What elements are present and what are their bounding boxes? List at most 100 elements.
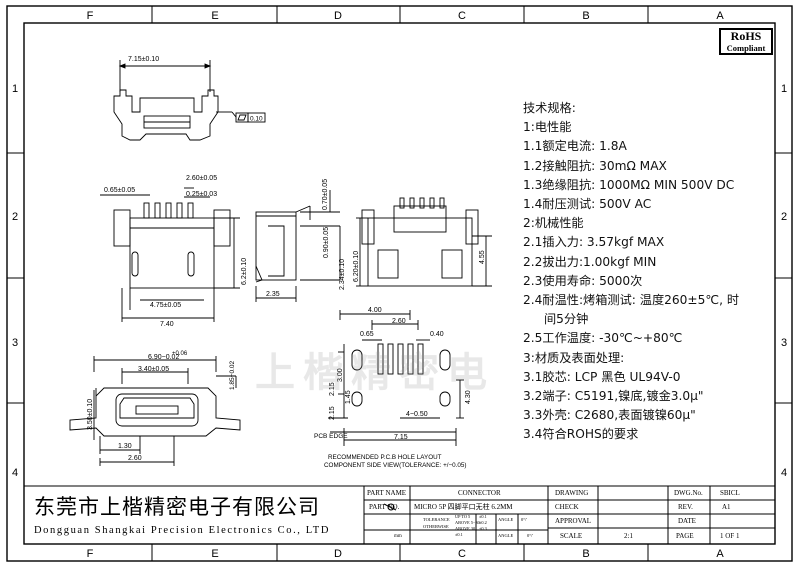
spec-line: 2.3使用寿命: 5000次 bbox=[523, 273, 643, 288]
row-label: 1 bbox=[12, 83, 18, 95]
rev-value: A1 bbox=[722, 503, 731, 511]
frame-ticks bbox=[7, 6, 792, 561]
dim-tail-475: 4.75±0.05 bbox=[150, 302, 181, 309]
dim-side-235: 2.35 bbox=[266, 291, 280, 298]
tolerance-label: TOLERANCE bbox=[423, 517, 450, 522]
angle-value: 0°/′ bbox=[521, 517, 528, 522]
spec-line: 3.3外壳: C2680,表面镀镍60μ" bbox=[523, 408, 696, 423]
col-label: C bbox=[458, 10, 466, 22]
col-label: D bbox=[334, 548, 342, 560]
col-label: A bbox=[716, 10, 724, 22]
tol-up-to: UP TO 5 bbox=[455, 514, 471, 519]
rev-label: REV. bbox=[678, 503, 693, 511]
dim-pcb-065: 0.65 bbox=[360, 331, 374, 338]
spec-line: 间5分钟 bbox=[544, 312, 589, 327]
spec-line: 2.4耐温性:烤箱测试: 温度260±5℃, 时 bbox=[523, 293, 740, 308]
dim-pcb-040: 0.40 bbox=[430, 331, 444, 338]
spec-line: 2.2拔出力:1.00kgf MIN bbox=[523, 254, 657, 269]
col-label: E bbox=[211, 548, 218, 560]
spec-title: 技术规格: bbox=[523, 101, 576, 115]
row-label: 3 bbox=[12, 337, 18, 349]
dim-front-260: 2.60 bbox=[128, 455, 142, 462]
col-label: D bbox=[334, 10, 342, 22]
row-label: 4 bbox=[12, 467, 18, 479]
dim-height-62: 6.2±0.10 bbox=[241, 258, 248, 285]
scale-label: SCALE bbox=[560, 532, 583, 540]
dim-side-070: 0.70±0.05 bbox=[322, 179, 329, 210]
row-label: 2 bbox=[12, 211, 18, 223]
col-label: C bbox=[458, 548, 466, 560]
spec-line: 3:材质及表面处理: bbox=[523, 350, 625, 365]
side-view bbox=[255, 190, 341, 302]
spec-line: 3.2端子: C5191,镍底,镀金3.0μ" bbox=[523, 389, 704, 404]
date-label: DATE bbox=[678, 517, 696, 525]
dim-front-130: 1.30 bbox=[118, 443, 132, 450]
dim-front-006: +0.06 bbox=[172, 351, 188, 357]
pcb-note-line2: COMPONENT SIDE VIEW(TOLERANCE: +/−0.05) bbox=[324, 462, 467, 469]
dim-pcb-215a: 2.15 bbox=[329, 382, 336, 396]
dim-pcb-715: 7.15 bbox=[394, 434, 408, 441]
company-name-en: Dongguan Shangkai Precision Electronics … bbox=[34, 525, 331, 536]
dim-front-690: 6.90−0.02 bbox=[148, 354, 179, 361]
dim-width-740: 7.40 bbox=[160, 321, 174, 328]
top-view bbox=[113, 60, 266, 141]
dim-front-340: 3.40±0.05 bbox=[138, 366, 169, 373]
unit-mm: mm bbox=[394, 534, 402, 539]
dim-pcb-215b: 2.15 bbox=[329, 406, 336, 420]
approval-label: APPROVAL bbox=[555, 517, 592, 525]
spec-line: 1.2接触阻抗: 30mΩ MAX bbox=[523, 158, 667, 173]
page-label: PAGE bbox=[676, 532, 694, 540]
pcb-edge-label: PCB EDGE bbox=[314, 433, 348, 440]
row-label: 3 bbox=[781, 337, 787, 349]
spec-line: 2.1插入力: 3.57kgf MAX bbox=[523, 235, 665, 250]
dim-pcb-260: 2.60 bbox=[392, 318, 406, 325]
dim-pcb-145: 1.45 bbox=[345, 390, 352, 404]
tol1: ±0.1 bbox=[479, 514, 487, 519]
tol-note: ±0.1 bbox=[455, 532, 463, 537]
row-label: 4 bbox=[781, 467, 787, 479]
part-name-label: PART NAME bbox=[367, 489, 407, 497]
pcb-layout bbox=[328, 310, 464, 446]
front-view bbox=[69, 356, 241, 466]
right-view bbox=[356, 197, 492, 287]
row-label: 1 bbox=[781, 83, 787, 95]
spec-line: 1.3绝缘阻抗: 1000MΩ MIN 500V DC bbox=[523, 177, 735, 192]
tol-above30: ABOVE 30 bbox=[455, 526, 476, 531]
col-label: B bbox=[582, 548, 589, 560]
rohs-line2: Compliant bbox=[726, 43, 766, 53]
col-label: F bbox=[87, 548, 94, 560]
dim-top-width: 7.15±0.10 bbox=[128, 56, 159, 63]
col-label: E bbox=[211, 10, 218, 22]
dim-pcb-300: 3.00 bbox=[337, 368, 344, 382]
otherwise-label: OTHERWISE bbox=[423, 524, 449, 529]
check-label: CHECK bbox=[555, 503, 579, 511]
dwg-no-label: DWG.No. bbox=[674, 489, 703, 497]
dim-front-350: 3.50±0.10 bbox=[87, 399, 94, 430]
spec-line: 1.1额定电流: 1.8A bbox=[523, 139, 627, 154]
pcb-note-line1: RECOMMENDED P.C.B HOLE LAYOUT bbox=[328, 454, 442, 461]
dim-flatness: 0.10 bbox=[250, 116, 263, 123]
angle-value-2: 0°/′ bbox=[527, 533, 534, 538]
spec-line: 2:机械性能 bbox=[523, 216, 584, 231]
column-labels: F E D C B A F E D C B A bbox=[87, 10, 725, 560]
col-label: A bbox=[716, 548, 724, 560]
col-label: F bbox=[87, 10, 94, 22]
spec-line: 3.4符合ROHS的要求 bbox=[523, 427, 639, 442]
spec-line: 1.4耐压测试: 500V AC bbox=[523, 197, 652, 212]
col-label: B bbox=[582, 10, 589, 22]
scale-value: 2:1 bbox=[624, 532, 633, 540]
spec-block: 技术规格: 1:电性能 1.1额定电流: 1.8A 1.2接触阻抗: 30mΩ … bbox=[523, 99, 793, 445]
rohs-badge: RoHS Compliant bbox=[719, 28, 773, 55]
dim-pin-span: 2.60±0.05 bbox=[186, 175, 217, 182]
rohs-line1: RoHS bbox=[730, 29, 762, 43]
spec-line: 2.5工作温度: -30℃~+80℃ bbox=[523, 331, 683, 346]
angle-label: ANGLE bbox=[498, 517, 514, 522]
bottom-view bbox=[100, 187, 240, 322]
dim-right-620: 6.20±0.10 bbox=[353, 251, 360, 282]
watermark-text: 上楷精密电 bbox=[255, 350, 495, 396]
spec-line: 1:电性能 bbox=[523, 120, 572, 135]
row-labels: 1 2 3 4 1 2 3 4 bbox=[12, 83, 787, 479]
title-block-lines bbox=[24, 485, 775, 544]
